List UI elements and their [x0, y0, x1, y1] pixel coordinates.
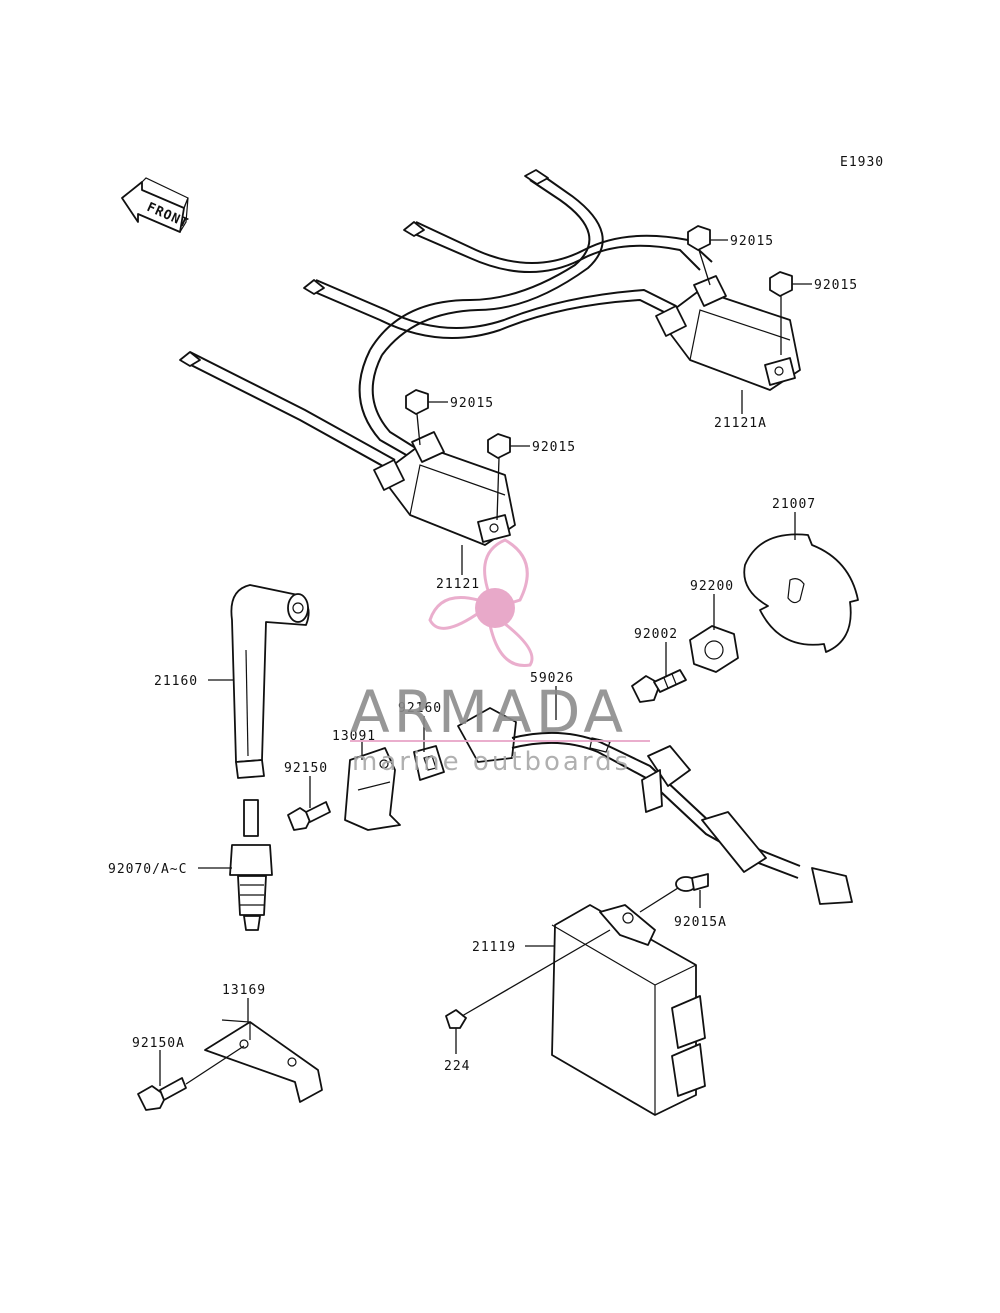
flange-nut-d	[487, 433, 511, 521]
label-plate: 21007	[772, 497, 816, 512]
plug-cap	[230, 584, 310, 779]
flange-nut-a	[687, 225, 711, 286]
ignition-leads	[179, 169, 713, 471]
screw-224	[445, 929, 611, 1029]
rubber-pad	[413, 745, 445, 781]
label-clamp: 13169	[222, 983, 266, 998]
hex-nut	[689, 625, 739, 673]
label-plug-cap: 21160	[154, 674, 198, 689]
wiring-harness	[457, 707, 853, 905]
label-nut-b: 92015	[814, 278, 858, 293]
propeller-logo-icon	[428, 538, 534, 667]
label-hex-nut: 92200	[690, 579, 734, 594]
label-harness: 59026	[530, 671, 574, 686]
pickup-plate	[743, 533, 859, 653]
cdi-unit	[551, 904, 706, 1116]
watermark-tagline: marine outboards	[352, 747, 631, 777]
front-arrow-icon: FRONT	[121, 177, 191, 233]
label-nut-d: 92015	[532, 440, 576, 455]
ignition-coil-front	[373, 431, 516, 546]
label-bolt-92002: 92002	[634, 627, 678, 642]
label-coil-rear: 21121A	[714, 416, 767, 431]
bracket-13091	[344, 747, 401, 831]
bolt-92150a	[137, 1045, 245, 1111]
label-coil-front: 21121	[436, 577, 480, 592]
leader-lines	[159, 239, 812, 1086]
diagram-code: E1930	[840, 155, 884, 170]
collar-92015a	[639, 873, 709, 913]
bolt-92002	[631, 669, 687, 703]
label-screw-224: 224	[444, 1059, 470, 1074]
label-spark-plug: 92070/A~C	[108, 862, 187, 877]
label-cdi-unit: 21119	[472, 940, 516, 955]
label-bolt-92150: 92150	[284, 761, 328, 776]
bolt-92150	[287, 801, 331, 831]
watermark-brand: ARMADA	[350, 678, 627, 746]
label-bolt-92150a: 92150A	[132, 1036, 185, 1051]
label-nut-c: 92015	[450, 396, 494, 411]
label-collar: 92015A	[674, 915, 727, 930]
spark-plug	[229, 799, 273, 931]
flange-nut-b	[769, 271, 793, 355]
watermark: ARMADA marine outboards	[350, 538, 650, 777]
label-pad: 92160	[398, 701, 442, 716]
label-nut-a: 92015	[730, 234, 774, 249]
clamp-13169	[204, 1019, 323, 1103]
flange-nut-c	[405, 389, 429, 446]
ignition-coil-rear	[655, 275, 801, 391]
